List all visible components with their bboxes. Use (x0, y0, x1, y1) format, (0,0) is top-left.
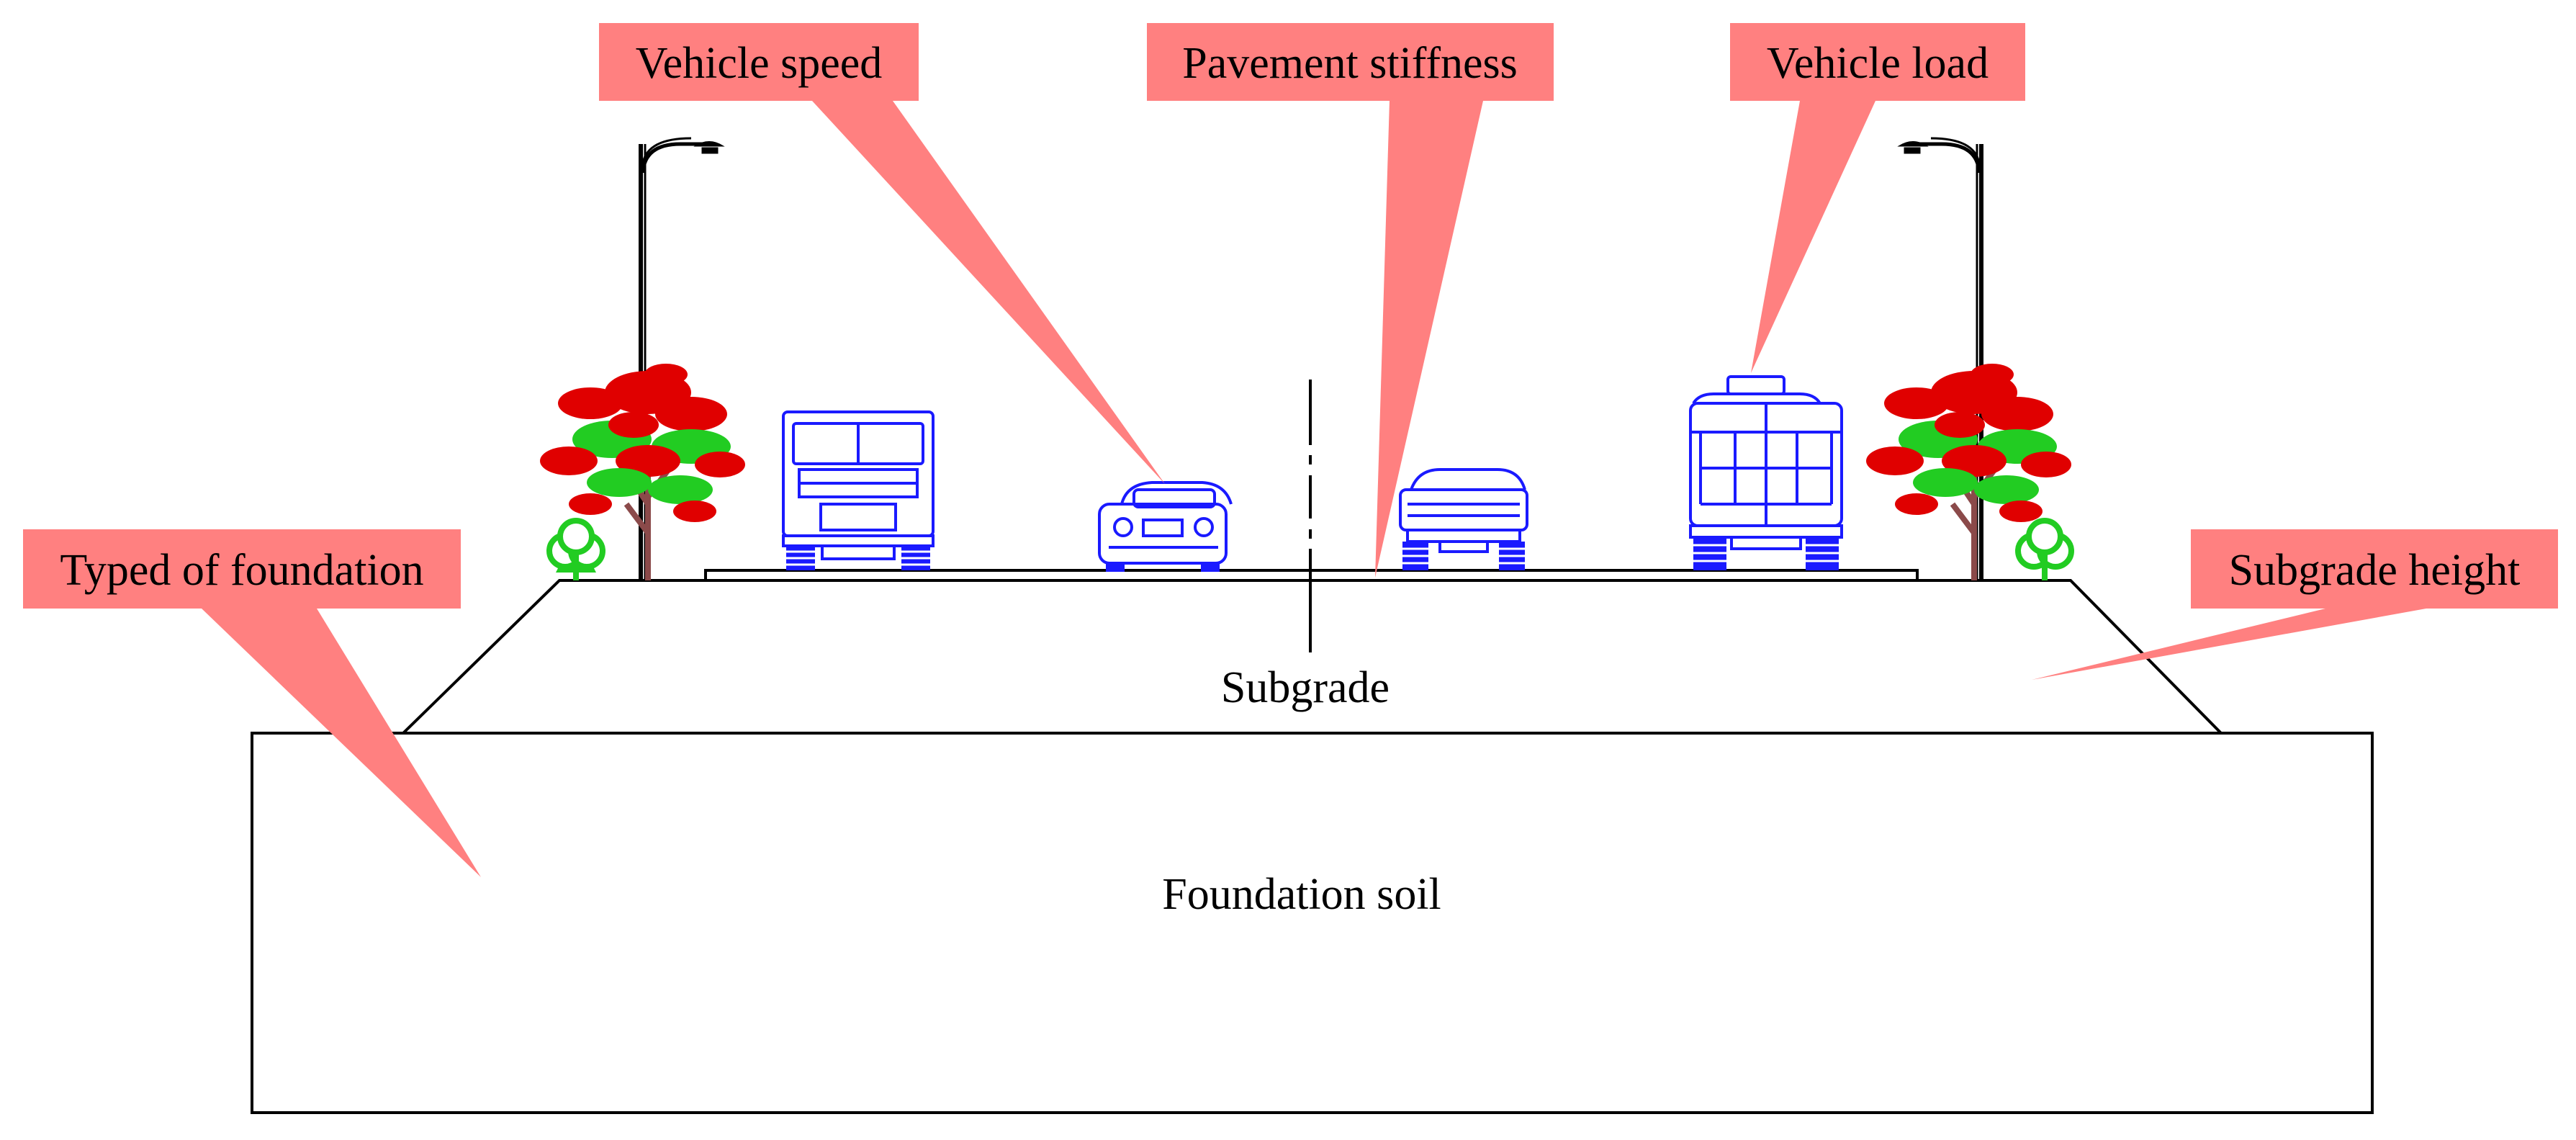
callout-typed-of-foundation-label: Typed of foundation (60, 546, 423, 595)
bus-vehicle-icon (1689, 375, 1843, 570)
callout-vehicle-load: Vehicle load (1730, 23, 2025, 373)
subgrade-label: Subgrade (1221, 663, 1390, 712)
callout-vehicle-load-label: Vehicle load (1767, 39, 1989, 88)
car-right-vehicle-icon (1399, 468, 1528, 570)
shrub-left-icon (546, 518, 605, 580)
tree-right-icon (1866, 364, 2071, 580)
car-left-vehicle-icon (1098, 481, 1233, 572)
callout-pavement-stiffness-label: Pavement stiffness (1182, 39, 1518, 88)
tree-left-icon (540, 364, 745, 580)
callout-vehicle-speed-label: Vehicle speed (636, 39, 883, 88)
foundation-soil-block (251, 732, 2374, 1114)
callout-vehicle-speed: Vehicle speed (599, 23, 1165, 484)
callout-subgrade-height-label: Subgrade height (2229, 546, 2521, 595)
street-lamp-right-icon (1897, 137, 1983, 580)
callout-pavement-stiffness: Pavement stiffness (1147, 23, 1554, 578)
shrub-right-icon (2015, 518, 2074, 580)
callout-typed-of-foundation: Typed of foundation (23, 529, 481, 877)
callout-subgrade-height: Subgrade height (2032, 529, 2558, 680)
foundation-soil-label: Foundation soil (1162, 870, 1441, 919)
truck-vehicle-icon (782, 410, 935, 570)
